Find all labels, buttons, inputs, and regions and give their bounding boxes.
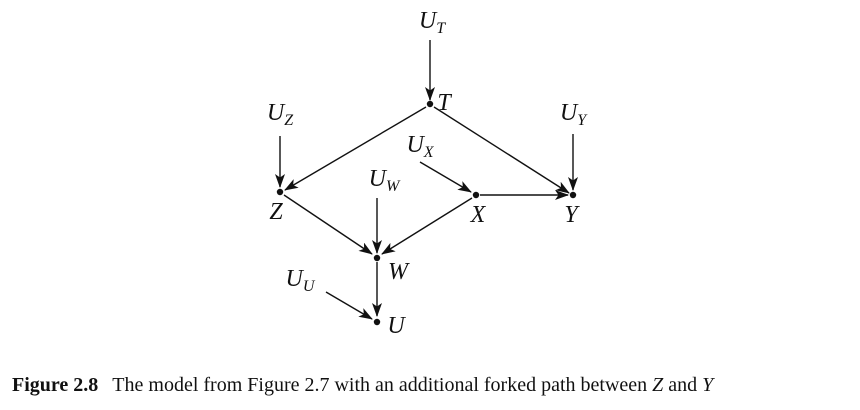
node-label-w: W [388, 259, 410, 285]
node-label-base: U [419, 8, 438, 34]
caption-var-z: Z [652, 374, 664, 396]
node-label-subscript: X [423, 144, 435, 161]
node-label-subscript: U [303, 278, 316, 295]
node-label-base: W [388, 259, 410, 285]
caption-text-before: The model from Figure 2.7 with an additi… [112, 374, 653, 396]
node-label-base: T [437, 90, 452, 116]
node-label-t: T [437, 90, 452, 116]
node-dot-u [373, 318, 381, 326]
node-label-y: Y [564, 202, 580, 228]
node-label-z: Z [269, 199, 283, 225]
node-label-subscript: Z [284, 112, 294, 129]
node-label-base: U [387, 313, 406, 339]
edge-x-to-w [381, 197, 473, 255]
node-label-base: U [286, 266, 305, 292]
edge-uu-to-u [325, 291, 373, 320]
node-label-base: Z [269, 199, 283, 225]
edge-z-to-w [283, 194, 373, 255]
node-dot-y [569, 191, 577, 199]
node-label-ux: UX [406, 132, 434, 161]
node-label-base: Y [564, 202, 580, 228]
node-label-ut: UT [419, 8, 446, 37]
node-label-subscript: Y [577, 112, 588, 129]
nodes-layer [276, 100, 577, 326]
figure-number: Figure 2.8 [12, 374, 99, 396]
node-dot-x [472, 191, 480, 199]
node-label-base: U [406, 132, 425, 158]
edge-t-to-z [284, 106, 427, 191]
node-label-x: X [470, 202, 487, 228]
edges-layer [275, 40, 578, 320]
node-label-uu: UU [286, 266, 316, 295]
node-label-uy: UY [560, 100, 588, 129]
node-label-base: U [369, 166, 388, 192]
node-label-uz: UZ [267, 100, 294, 129]
node-label-uw: UW [369, 166, 401, 195]
node-dot-w [373, 254, 381, 262]
node-label-base: X [470, 202, 487, 228]
caption-text-middle: and [663, 374, 703, 396]
node-dot-t [426, 100, 434, 108]
figure-caption: Figure 2.8 The model from Figure 2.7 with… [12, 374, 713, 397]
node-label-subscript: W [386, 178, 401, 195]
edge-ux-to-x [419, 161, 472, 193]
node-dot-z [276, 188, 284, 196]
node-label-base: U [560, 100, 579, 126]
node-label-base: U [267, 100, 286, 126]
caption-var-y: Y [702, 374, 714, 396]
node-label-u: U [387, 313, 406, 339]
edge-t-to-y [433, 106, 570, 194]
node-label-subscript: T [436, 20, 446, 37]
